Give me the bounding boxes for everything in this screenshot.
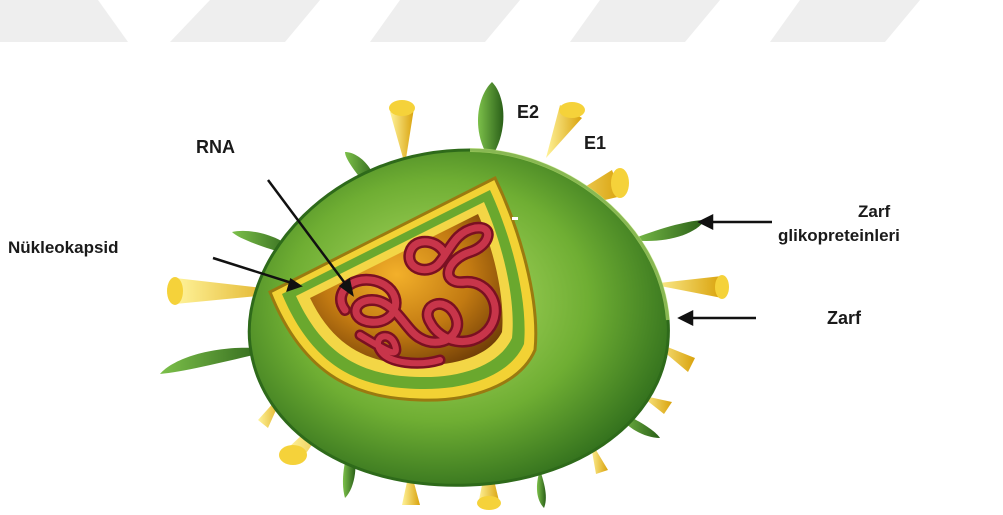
- watermark-band: [0, 0, 920, 42]
- zarf-label: Zarf: [827, 308, 861, 329]
- green-spike: [478, 82, 503, 160]
- rna-label: RNA: [196, 137, 235, 158]
- nukleokapsid-label: Nükleokapsid: [8, 238, 119, 258]
- e2-label: E2: [517, 102, 539, 123]
- white-marker: [512, 217, 518, 220]
- zarf-glikoprotein-label-line1: Zarf: [858, 202, 890, 222]
- green-spike: [630, 220, 705, 241]
- zarf-glikoprotein-label-line2: glikopreteinleri: [778, 226, 900, 246]
- e1-label: E1: [584, 133, 606, 154]
